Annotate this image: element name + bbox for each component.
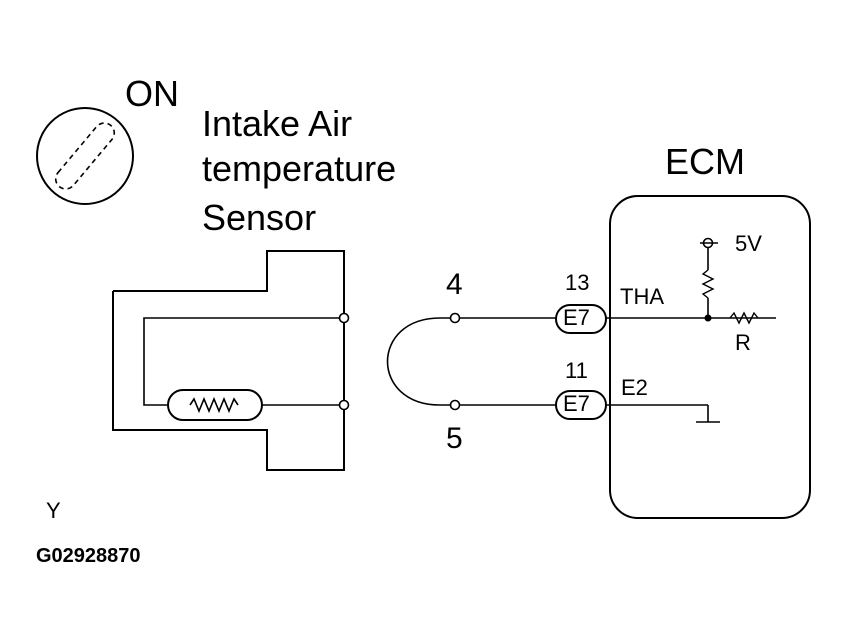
sensor-terminal-top [340, 314, 349, 323]
supply-terminal-icon [700, 239, 718, 248]
pullup-resistor-icon [703, 270, 713, 298]
tha-connector-code: E7 [563, 305, 590, 330]
sensor-name-line1: Intake Air [202, 103, 353, 144]
thermistor-icon [168, 390, 262, 420]
sensor-terminal-bottom [340, 401, 349, 410]
sensor-name-line2: temperature [202, 148, 397, 189]
resistor-r-icon [730, 313, 758, 323]
switch-state-label: ON [125, 73, 179, 114]
e2-connector-code: E7 [563, 391, 590, 416]
tha-signal-label: THA [620, 284, 664, 309]
sensor-internal-wire-top [144, 318, 344, 405]
wire-color-label: Y [46, 498, 61, 523]
supply-voltage-label: 5V [735, 231, 762, 256]
junction-dot [704, 314, 712, 322]
sensor-housing [113, 251, 344, 470]
e2-pin-number: 11 [565, 358, 588, 383]
resistor-r-label: R [735, 330, 751, 355]
connector-oval-tha [556, 305, 606, 333]
ecm-title: ECM [665, 141, 745, 182]
pin-4-label: 4 [446, 268, 463, 301]
tha-pin-number: 13 [565, 270, 590, 295]
harness-terminal-4 [451, 314, 460, 323]
harness-terminal-5 [451, 401, 460, 410]
sensor-name-line3: Sensor [202, 197, 317, 238]
ecm-box [610, 196, 810, 518]
connector-loop [388, 318, 456, 405]
figure-code: G02928870 [36, 545, 141, 567]
e2-signal-label: E2 [621, 375, 648, 400]
pin-5-label: 5 [446, 422, 463, 455]
ignition-switch-icon [37, 108, 133, 204]
